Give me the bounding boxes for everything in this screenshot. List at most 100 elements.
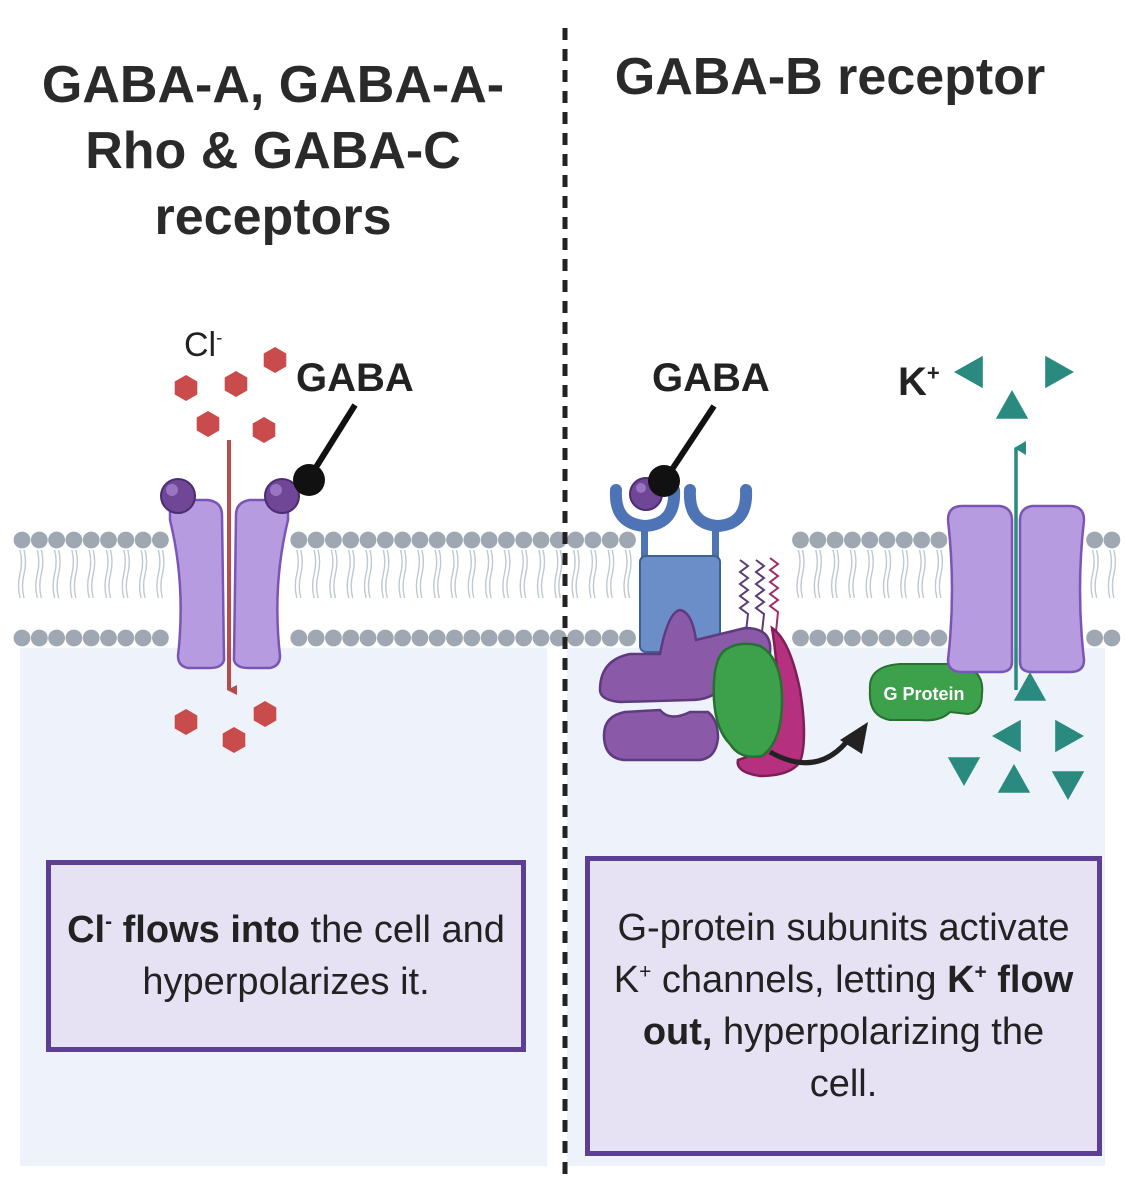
lipid-head-outer	[619, 531, 636, 549]
lipid-head-outer	[498, 531, 515, 549]
lipid-head-inner	[100, 629, 117, 647]
lipid-head-outer	[515, 531, 533, 549]
chloride-ion	[174, 709, 198, 735]
right-caption-bold-charge: +	[974, 960, 987, 984]
gaba-b-receptor	[598, 404, 984, 778]
lipid-head-inner	[532, 629, 550, 647]
lipid-head-inner	[844, 629, 861, 647]
lipid-head-outer	[567, 531, 584, 549]
chloride-ion	[196, 411, 220, 437]
potassium-channel	[946, 441, 1086, 690]
lipid-head-outer	[446, 531, 463, 549]
lipid-head-outer	[549, 531, 567, 549]
left-caption-text: Cl- flows into the cell and hyperpolariz…	[65, 904, 507, 1008]
lipid-head-inner	[463, 629, 481, 647]
lipid-head-outer	[809, 531, 827, 549]
right-caption-text: G-protein subunits activate K+ channels,…	[604, 902, 1083, 1110]
lipid-head-outer	[117, 531, 135, 549]
right-caption-bold-ion: K	[947, 959, 975, 1001]
chloride-symbol: Cl	[184, 326, 217, 364]
potassium-ion	[954, 355, 983, 389]
potassium-label: K+	[898, 360, 940, 405]
gaba-label-right: GABA	[652, 356, 770, 400]
left-caption-ion-charge: -	[105, 910, 113, 934]
released-g-protein	[868, 663, 984, 722]
potassium-ion	[1045, 355, 1074, 389]
potassium-ion	[992, 719, 1021, 753]
lipid-head-outer	[325, 531, 342, 549]
lipid-head-inner	[82, 629, 100, 647]
lipid-head-outer	[411, 531, 429, 549]
channel-right-subunit	[232, 498, 290, 670]
lipid-head-outer	[65, 531, 83, 549]
gaba-ligand-left	[293, 464, 325, 496]
left-caption-rest-1: the	[310, 909, 364, 951]
gaba-label-left: GABA	[296, 356, 414, 400]
lipid-head-outer	[792, 531, 809, 549]
lipid-head-outer	[463, 531, 481, 549]
potassium-symbol: K	[898, 360, 927, 404]
receptor-cup-right	[683, 484, 753, 533]
lipid-head-inner	[792, 629, 809, 647]
lipid-head-inner	[290, 629, 308, 647]
potassium-ions	[947, 355, 1085, 800]
lipid-head-outer	[1086, 531, 1103, 549]
g-protein-alpha-subunit	[712, 642, 784, 758]
chloride-ion	[263, 347, 287, 373]
k-channel-right-subunit	[1018, 504, 1086, 674]
chloride-label: Cl-	[184, 326, 222, 365]
lipid-head-inner	[307, 629, 325, 647]
right-caption-bold: flow out,	[642, 959, 1074, 1053]
lipid-head-inner	[601, 629, 619, 647]
lipid-head-inner	[117, 629, 135, 647]
lipid-head-inner	[428, 629, 446, 647]
lipid-head-outer	[30, 531, 48, 549]
lipid-head-outer	[1103, 531, 1121, 549]
lipid-head-inner	[134, 629, 152, 647]
lipid-head-inner	[359, 629, 377, 647]
lipid-head-inner	[913, 629, 930, 647]
potassium-ion	[995, 390, 1029, 419]
left-caption-rest-2: cell and hyperpolarizes it.	[142, 909, 505, 1003]
right-caption-1-charge: +	[639, 960, 652, 984]
lipid-head-inner	[809, 629, 827, 647]
lipid-head-outer	[290, 531, 308, 549]
lipid-head-inner	[480, 629, 498, 647]
lipid-head-outer	[100, 531, 117, 549]
lipid-head-inner	[584, 629, 602, 647]
chloride-ion	[174, 375, 198, 401]
left-caption-ion: Cl	[67, 909, 106, 951]
lipid-head-inner	[861, 629, 879, 647]
right-caption-3: hyperpolarizing the cell.	[723, 1011, 1045, 1105]
gaba-ligand-stick-right	[662, 404, 717, 482]
lipid-head-inner	[878, 629, 896, 647]
left-caption-bold: flows into	[122, 909, 300, 951]
potassium-ion	[1013, 672, 1047, 701]
lipid-head-outer	[152, 531, 169, 549]
g-protein-anchor-1	[738, 559, 750, 633]
lipid-head-outer	[532, 531, 550, 549]
lipid-head-outer	[844, 531, 861, 549]
left-caption-box: Cl- flows into the cell and hyperpolariz…	[46, 860, 526, 1052]
lipid-head-inner	[342, 629, 360, 647]
lipid-head-inner	[567, 629, 584, 647]
lipid-head-outer	[307, 531, 325, 549]
lipid-head-outer	[861, 531, 879, 549]
lipid-head-outer	[428, 531, 446, 549]
right-panel-title: GABA-B receptor	[614, 48, 1046, 106]
lipid-head-outer	[930, 531, 948, 549]
lipid-head-inner	[930, 629, 948, 647]
lipid-head-outer	[826, 531, 844, 549]
left-panel-title: GABA-A, GABA-A-Rho & GABA-C receptors	[41, 56, 505, 246]
lipid-head-inner	[376, 629, 394, 647]
lipid-head-outer	[376, 531, 394, 549]
lipid-head-inner	[826, 629, 844, 647]
lipid-head-inner	[48, 629, 65, 647]
chloride-ion	[224, 371, 248, 397]
lipid-head-inner	[446, 629, 463, 647]
lipid-head-outer	[48, 531, 65, 549]
k-channel-left-subunit	[946, 504, 1014, 674]
lipid-head-inner	[394, 629, 411, 647]
gaba-a-channel	[160, 403, 358, 695]
